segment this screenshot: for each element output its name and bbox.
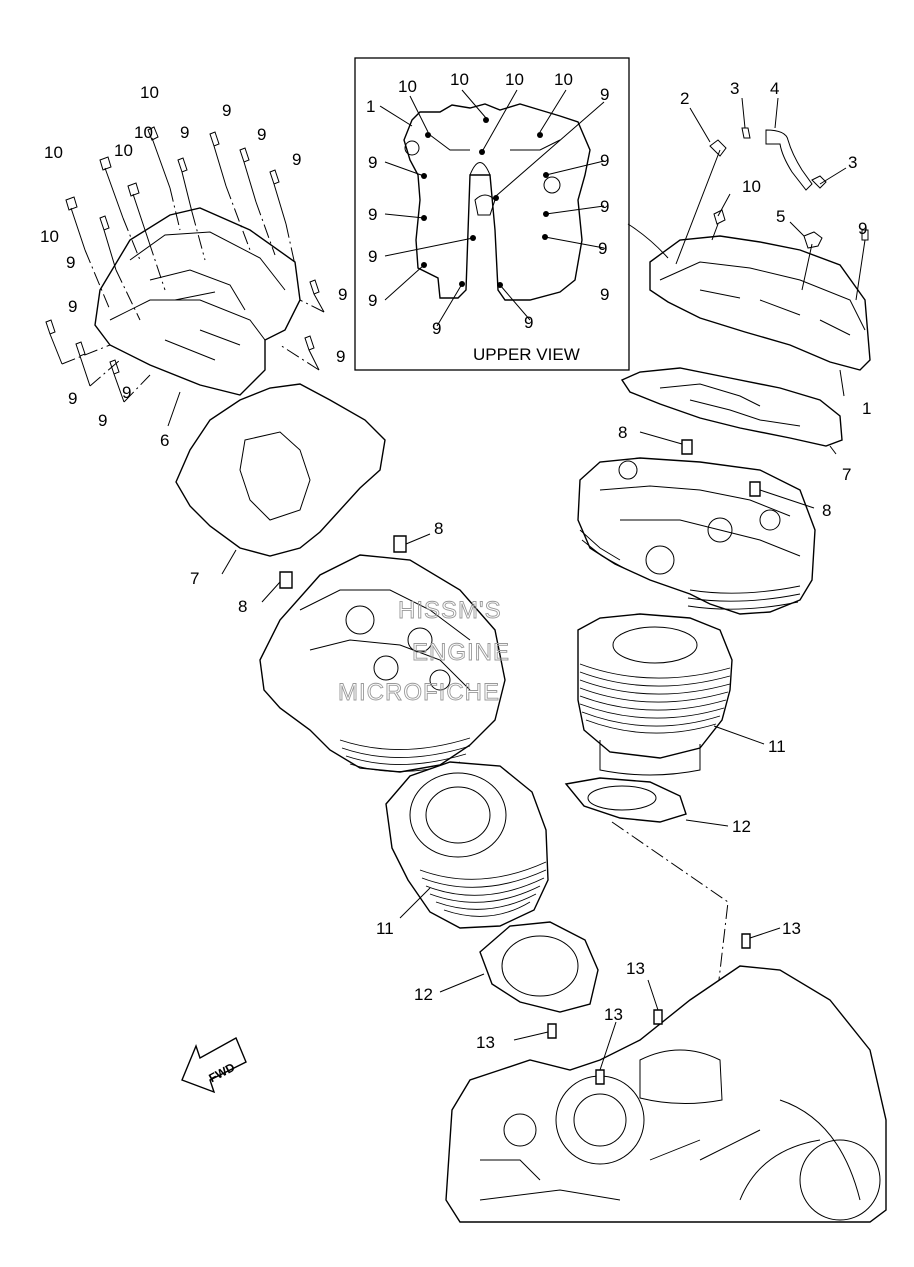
callout-12: 12 xyxy=(414,985,433,1004)
upper-view-label: 10 xyxy=(450,70,469,89)
callout-13: 13 xyxy=(476,1033,495,1052)
upper-view-label: 9 xyxy=(600,151,609,170)
upper-view-rocker-cover xyxy=(403,103,591,301)
bolt-callout: 9 xyxy=(66,253,75,272)
callout-10: 10 xyxy=(742,177,761,196)
bolt-callout: 10 xyxy=(140,83,159,102)
upper-view-inset: 1 10 10 10 10 9 9 9 9 9 9 9 9 9 9 9 UPPE… xyxy=(354,57,630,371)
upper-view-label: 9 xyxy=(368,247,377,266)
rear-rocker-gasket: 7 xyxy=(620,367,851,484)
upper-view-label: 10 xyxy=(398,77,417,96)
callout-8: 8 xyxy=(238,597,247,616)
svg-text:HISSM'S: HISSM'S xyxy=(398,597,502,624)
upper-view-label: 9 xyxy=(432,319,441,338)
callout-12: 12 xyxy=(732,817,751,836)
front-cylinder-head: 8 8 xyxy=(238,519,506,773)
callout-11: 11 xyxy=(376,919,394,938)
callout-13: 13 xyxy=(626,959,645,978)
callout-8: 8 xyxy=(434,519,443,538)
callout-8: 8 xyxy=(618,423,627,442)
callout-13: 13 xyxy=(782,919,801,938)
callout-3: 3 xyxy=(730,79,739,98)
bolt-callout: 9 xyxy=(68,389,77,408)
front-cover-callouts: 10 9 9 9 10 10 9 9 10 9 9 9 9 9 9 9 10 xyxy=(40,83,867,430)
bolt-callout: 9 xyxy=(122,383,131,402)
rear-rocker-cover xyxy=(649,235,871,371)
bolt-callout: 10 xyxy=(40,227,59,246)
bolt-callout: 9 xyxy=(180,123,189,142)
front-cylinder: 11 xyxy=(376,761,549,938)
upper-view-label: 9 xyxy=(524,313,533,332)
callout-11: 11 xyxy=(768,737,786,756)
callout-2: 2 xyxy=(680,89,689,108)
upper-view-label: 9 xyxy=(598,239,607,258)
upper-view-label: 9 xyxy=(368,153,377,172)
upper-view-label: 9 xyxy=(600,285,609,304)
svg-text:ENGINE: ENGINE xyxy=(412,639,510,666)
bolt-callout: 9 xyxy=(338,285,347,304)
callout-4: 4 xyxy=(770,79,779,98)
front-cover-bolts xyxy=(45,126,325,403)
front-rocker-cover xyxy=(94,207,301,396)
bolt-callout: 9 xyxy=(222,101,231,120)
upper-view-title: UPPER VIEW xyxy=(473,345,580,364)
callout-6: 6 xyxy=(160,431,169,450)
rear-base-gasket: 12 xyxy=(564,777,751,1041)
upper-view-label: 10 xyxy=(554,70,573,89)
callout-7: 7 xyxy=(842,465,851,484)
callout-3: 3 xyxy=(848,153,857,172)
rear-cylinder-head: 8 8 xyxy=(577,423,831,615)
upper-view-label: 9 xyxy=(600,197,609,216)
bolt-callout: 9 xyxy=(98,411,107,430)
bolt-callout: 9 xyxy=(336,347,345,366)
callout-13: 13 xyxy=(604,1005,623,1024)
fwd-arrow: FWD xyxy=(181,1037,247,1094)
bolt-callout: 10 xyxy=(114,141,133,160)
front-rocker-gasket: 7 xyxy=(175,383,386,588)
rear-rocker-cover-assembly: 2 3 4 3 10 5 1 xyxy=(627,79,871,418)
bolt-callout: 10 xyxy=(134,123,153,142)
upper-view-label: 9 xyxy=(368,205,377,224)
bolt-callout: 9 xyxy=(257,125,266,144)
watermark: HISSM'S ENGINE MICROFICHE xyxy=(338,597,510,707)
bolt-callout: 9 xyxy=(858,219,867,238)
crankcase: 13 13 13 13 xyxy=(445,919,887,1223)
callout-8: 8 xyxy=(822,501,831,520)
bolt-callout: 10 xyxy=(44,143,63,162)
upper-view-label: 9 xyxy=(600,85,609,104)
front-base-gasket: 12 xyxy=(414,921,599,1013)
callout-1: 1 xyxy=(862,399,871,418)
bolt-callout: 9 xyxy=(292,150,301,169)
rear-cylinder: 11 xyxy=(577,613,786,776)
upper-view-label: 1 xyxy=(366,97,375,116)
upper-view-label: 10 xyxy=(505,70,524,89)
callout-5: 5 xyxy=(776,207,785,226)
svg-text:MICROFICHE: MICROFICHE xyxy=(338,679,500,706)
callout-7: 7 xyxy=(190,569,199,588)
front-rocker-cover-assembly: 10 9 9 9 10 10 9 9 10 9 9 9 9 9 9 9 10 6 xyxy=(40,83,867,450)
upper-view-label: 9 xyxy=(368,291,377,310)
bolt-callout: 9 xyxy=(68,297,77,316)
